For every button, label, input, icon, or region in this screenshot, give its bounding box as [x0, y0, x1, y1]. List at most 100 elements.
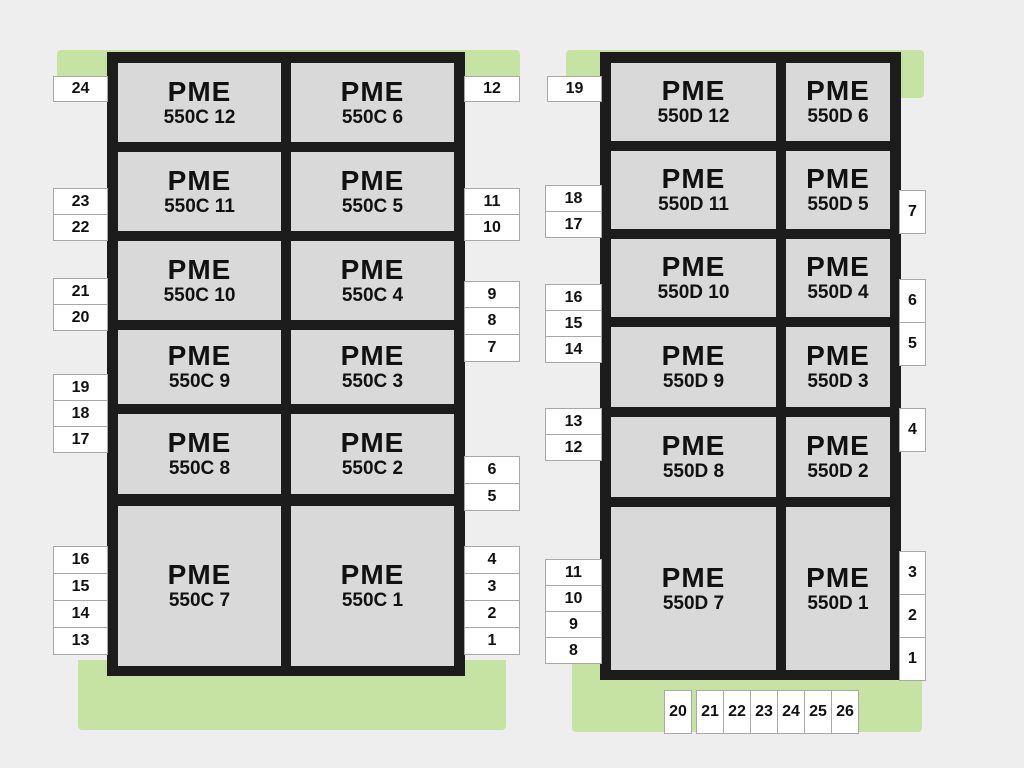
parking-space[interactable]: 10: [545, 585, 602, 612]
parking-space[interactable]: 5: [899, 322, 926, 366]
parking-space[interactable]: 8: [464, 307, 520, 335]
unit-code: 550C 11: [164, 195, 235, 217]
unit-label: PME: [661, 340, 726, 371]
parking-space[interactable]: 8: [545, 637, 602, 664]
parking-space[interactable]: 9: [464, 281, 520, 308]
parking-space[interactable]: 14: [545, 336, 602, 363]
unit-code: 550C 1: [341, 590, 404, 611]
parking-space[interactable]: 6: [464, 456, 520, 484]
parking-space[interactable]: 16: [545, 284, 602, 311]
unit-code: 550D 8: [662, 461, 725, 482]
unit-label: PME: [806, 430, 870, 461]
parking-space[interactable]: 18: [53, 400, 108, 427]
unit-label: PME: [167, 75, 232, 107]
parking-space[interactable]: 7: [464, 334, 520, 362]
unit-code: 550D 11: [658, 194, 729, 215]
parking-space[interactable]: 4: [464, 546, 520, 574]
unit-code: 550C 12: [163, 106, 236, 128]
parking-space[interactable]: 21: [696, 690, 724, 734]
unit-code: 550C 6: [341, 106, 404, 128]
parking-space[interactable]: 3: [464, 573, 520, 601]
parking-space[interactable]: 14: [53, 600, 108, 628]
parking-space[interactable]: 12: [464, 76, 520, 102]
parking-space[interactable]: 25: [804, 690, 832, 734]
parking-space[interactable]: 6: [899, 279, 926, 323]
parking-space[interactable]: 11: [545, 559, 602, 586]
unit-code: 550C 8: [168, 458, 231, 479]
unit-label: PME: [340, 559, 405, 590]
parking-space[interactable]: 20: [664, 690, 692, 734]
parking-space[interactable]: 10: [464, 214, 520, 241]
parking-space[interactable]: 3: [899, 551, 926, 595]
parking-space[interactable]: 19: [547, 76, 602, 102]
unit-label: PME: [167, 164, 232, 196]
parking-space[interactable]: 9: [545, 611, 602, 638]
parking-space[interactable]: 2: [464, 600, 520, 628]
parking-space[interactable]: 23: [53, 188, 108, 215]
parking-space[interactable]: 20: [53, 304, 108, 331]
unit-label: PME: [806, 251, 870, 282]
parking-space[interactable]: 23: [750, 690, 778, 734]
parking-space[interactable]: 11: [464, 188, 520, 215]
parking-space[interactable]: 19: [53, 374, 108, 401]
parking-space[interactable]: 15: [53, 573, 108, 601]
parking-space[interactable]: 1: [899, 637, 926, 681]
parking-space[interactable]: 21: [53, 278, 108, 305]
unit-code: 550D 9: [662, 371, 725, 392]
parking-space[interactable]: 26: [831, 690, 859, 734]
parking-space[interactable]: 15: [545, 310, 602, 337]
parking-space[interactable]: 5: [464, 483, 520, 511]
unit-label: PME: [167, 559, 232, 590]
unit-code: 550C 7: [168, 590, 231, 611]
parking-space[interactable]: 17: [53, 426, 108, 453]
unit-label: PME: [340, 75, 405, 107]
parking-space[interactable]: 16: [53, 546, 108, 574]
unit-code: 550D 12: [657, 106, 730, 127]
unit-code: 550D 5: [807, 194, 869, 215]
parking-space[interactable]: 2: [899, 594, 926, 638]
parking-space[interactable]: 24: [53, 76, 108, 102]
unit-code: 550D 6: [807, 106, 869, 127]
unit-label: PME: [340, 427, 405, 458]
parking-space[interactable]: 4: [899, 408, 926, 452]
parking-space[interactable]: 13: [545, 408, 602, 435]
unit-label: PME: [340, 253, 405, 285]
parking-space[interactable]: 17: [545, 211, 602, 238]
parking-space[interactable]: 18: [545, 185, 602, 212]
parking-space[interactable]: 7: [899, 190, 926, 234]
parking-space[interactable]: 1: [464, 627, 520, 655]
unit-label: PME: [661, 163, 726, 194]
parking-space[interactable]: 22: [53, 214, 108, 241]
unit-code: 550C 10: [163, 284, 236, 306]
parking-space[interactable]: 24: [777, 690, 805, 734]
parking-space[interactable]: 22: [723, 690, 751, 734]
parking-space[interactable]: 12: [545, 434, 602, 461]
parking-space[interactable]: 13: [53, 627, 108, 655]
